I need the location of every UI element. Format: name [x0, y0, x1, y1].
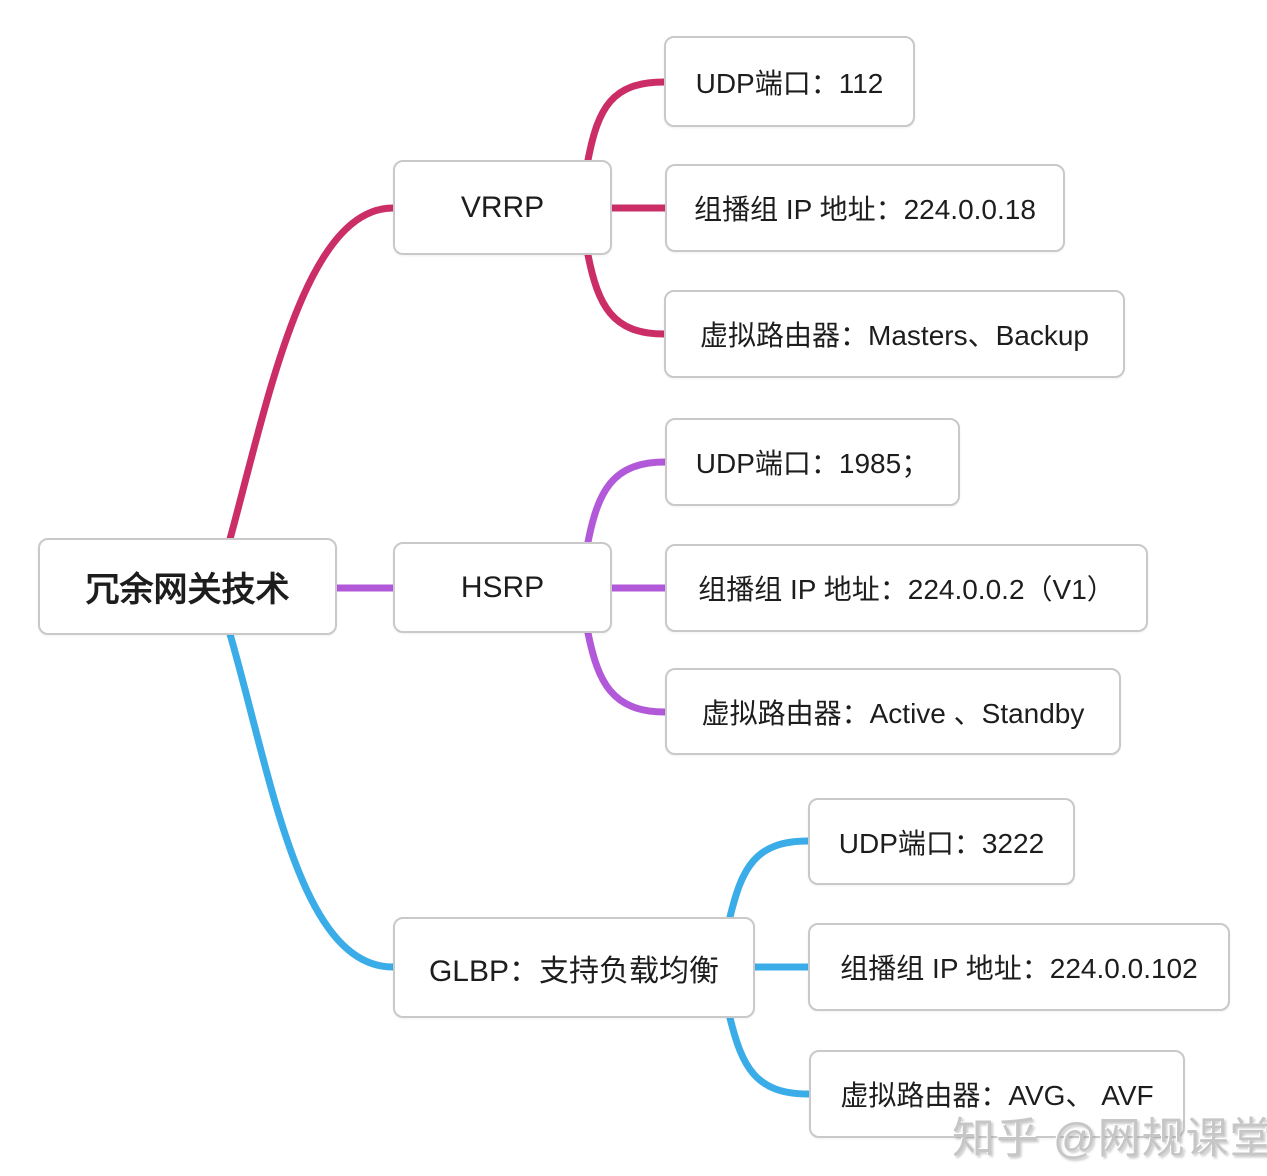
branch-node-glbp[interactable]: GLBP：支持负载均衡: [393, 917, 755, 1018]
child-node-glbp-udp-port[interactable]: UDP端口：3222: [808, 798, 1075, 885]
child-node-label: UDP端口：3222: [838, 827, 1045, 859]
child-node-label: 组播组 IP 地址：224.0.0.18: [694, 194, 1036, 225]
connector-hsrp-virtual-router: [584, 629, 669, 716]
connector-hsrp-udp-port: [584, 458, 669, 546]
child-node-vrrp-multicast-ip[interactable]: 组播组 IP 地址：224.0.0.18: [665, 164, 1065, 252]
child-node-label: 组播组 IP 地址：224.0.0.2（V1）: [698, 574, 1115, 605]
child-node-glbp-virtual-router[interactable]: 虚拟路由器：AVG、 AVF: [809, 1050, 1185, 1138]
zhihu-watermark: 知乎 @网规课堂: [952, 1115, 1267, 1163]
branch-node-glbp-label: GLBP：支持负载均衡: [428, 954, 720, 988]
child-node-label: 虚拟路由器：Masters、Backup: [700, 320, 1089, 351]
root-node-label: 冗余网关技术: [85, 571, 290, 609]
child-node-label: UDP端口：112: [695, 67, 884, 99]
root-node[interactable]: 冗余网关技术: [38, 538, 337, 635]
connector-root-glbp: [226, 630, 397, 971]
child-node-glbp-multicast-ip[interactable]: 组播组 IP 地址：224.0.0.102: [808, 923, 1230, 1011]
child-node-label: 虚拟路由器：Active 、Standby: [701, 697, 1085, 729]
branch-node-hsrp[interactable]: HSRP: [393, 542, 612, 633]
connector-vrrp-virtual-router: [584, 251, 668, 338]
child-node-label: 组播组 IP 地址：224.0.0.102: [840, 953, 1198, 984]
branch-node-vrrp-label: VRRP: [460, 190, 545, 224]
child-node-hsrp-multicast-ip[interactable]: 组播组 IP 地址：224.0.0.2（V1）: [665, 544, 1148, 632]
child-node-vrrp-virtual-router[interactable]: 虚拟路由器：Masters、Backup: [664, 290, 1125, 378]
connector-vrrp-udp-port: [584, 78, 668, 164]
connector-glbp-udp-port: [726, 837, 812, 921]
child-node-vrrp-udp-port[interactable]: UDP端口：112: [664, 36, 915, 127]
connector-glbp-virtual-router: [726, 1014, 812, 1098]
child-node-hsrp-udp-port[interactable]: UDP端口：1985；: [665, 418, 960, 506]
branch-node-hsrp-label: HSRP: [460, 570, 545, 604]
child-node-label: UDP端口：1985；: [695, 448, 930, 479]
branch-node-vrrp[interactable]: VRRP: [393, 160, 612, 255]
child-node-label: 虚拟路由器：AVG、 AVF: [840, 1080, 1154, 1111]
child-node-hsrp-virtual-router[interactable]: 虚拟路由器：Active 、Standby: [665, 668, 1121, 755]
connector-root-vrrp: [226, 204, 397, 543]
